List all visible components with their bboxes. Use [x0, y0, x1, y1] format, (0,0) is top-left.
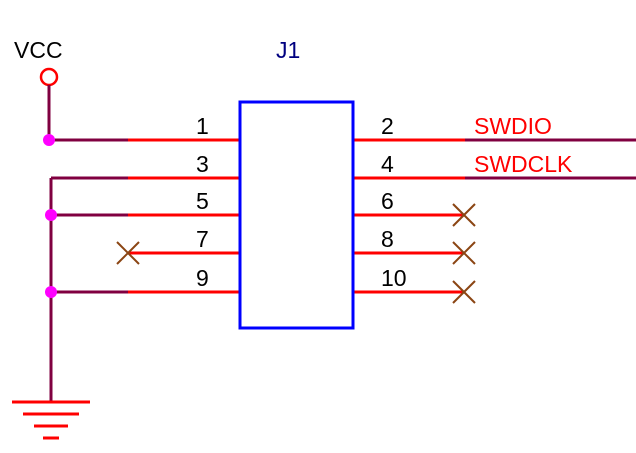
no-connect-pin8	[452, 241, 476, 265]
pin-number-6: 6	[381, 188, 394, 214]
pin-number-9: 9	[196, 265, 209, 291]
pin-number-3: 3	[196, 151, 209, 177]
vcc-terminal	[39, 67, 59, 87]
pin-number-8: 8	[381, 226, 394, 252]
pin-number-2: 2	[381, 113, 394, 139]
pin-number-7: 7	[196, 226, 209, 252]
no-connect-pin10	[452, 280, 476, 304]
no-connect-pin7	[116, 241, 140, 265]
connector-ref-label: J1	[276, 37, 300, 63]
vcc-label: VCC	[14, 37, 63, 63]
pin-number-4: 4	[381, 151, 394, 177]
ground-symbol	[12, 400, 90, 440]
pin-number-1: 1	[196, 113, 209, 139]
connector-body	[238, 100, 355, 330]
no-connect-pin6	[452, 203, 476, 227]
junction-dot-pin5	[45, 209, 57, 221]
pin-number-5: 5	[196, 188, 209, 214]
junction-dot-pin9	[45, 286, 57, 298]
net-label-swdio: SWDIO	[474, 113, 552, 139]
net-label-swdclk: SWDCLK	[474, 151, 573, 177]
junction-dot-pin1	[43, 134, 55, 146]
pin-number-10: 10	[381, 265, 407, 291]
